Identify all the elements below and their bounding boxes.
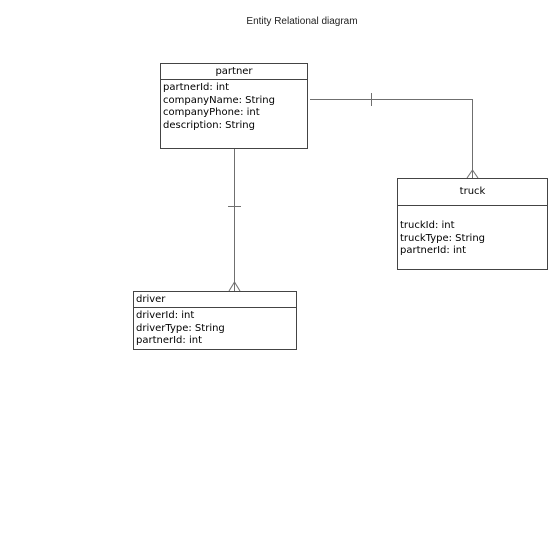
attribute: description: String — [163, 119, 255, 131]
attribute-list: driverId: int driverType: String partner… — [134, 308, 296, 348]
attribute: truckType: String — [400, 232, 486, 244]
attribute: partnerId: int — [400, 245, 466, 256]
attribute: partnerId: int — [136, 335, 202, 346]
entity-name: driver — [134, 292, 296, 308]
crowfoot-right — [234, 281, 241, 292]
entity-name: truck — [398, 179, 547, 206]
attribute: truckId: int — [400, 220, 455, 231]
entity-partner[interactable]: partner partnerId: int companyName: Stri… — [160, 63, 308, 149]
crowfoot-left — [466, 169, 473, 179]
entity-name: partner — [161, 64, 307, 80]
attribute-list: partnerId: int companyName: String compa… — [161, 80, 307, 132]
attribute: companyName: String — [163, 94, 275, 106]
relationship-partner-truck — [310, 93, 479, 179]
entity-driver[interactable]: driver driverId: int driverType: String … — [133, 291, 297, 350]
attribute: companyPhone: int — [163, 107, 260, 118]
diagram-title: Entity Relational diagram — [246, 16, 358, 27]
relationship-partner-driver — [228, 149, 241, 292]
attribute: partnerId: int — [163, 82, 229, 93]
attribute: driverType: String — [136, 322, 225, 334]
connector-line — [310, 99, 473, 178]
attribute: driverId: int — [136, 310, 195, 321]
attribute-list: truckId: int truckType: String partnerId… — [398, 206, 547, 258]
crowfoot-left — [228, 281, 235, 292]
crowfoot-right — [472, 169, 479, 179]
entity-truck[interactable]: truck truckId: int truckType: String par… — [397, 178, 548, 270]
